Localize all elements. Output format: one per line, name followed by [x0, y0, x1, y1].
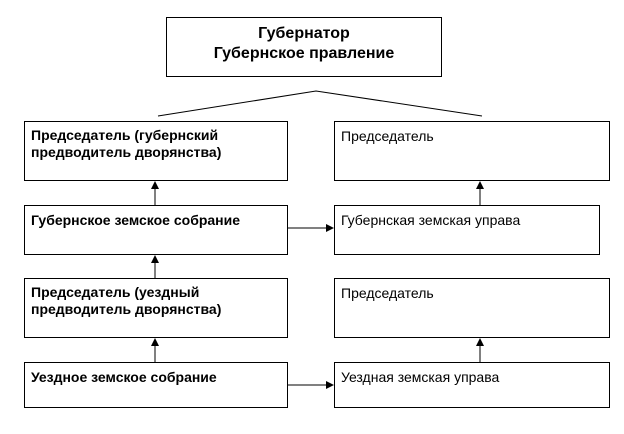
district-assembly-box: Уездное земское собрание: [24, 362, 288, 408]
chairman-provincial-label: Председатель (губернский предводитель дв…: [31, 127, 222, 160]
chairman-district-box: Председатель (уездный предводитель дворя…: [24, 278, 288, 338]
board-chairman-district-box: Председатель: [334, 278, 610, 338]
chairman-provincial-box: Председатель (губернский предводитель дв…: [24, 121, 288, 181]
district-board-label: Уездная земская управа: [341, 369, 500, 385]
governor-roof-line: [157, 90, 483, 117]
board-chairman-provincial-label: Председатель: [341, 128, 434, 144]
board-chairman-district-label: Председатель: [341, 285, 434, 301]
provincial-board-box: Губернская земская управа: [334, 205, 600, 255]
district-board-box: Уездная земская управа: [334, 362, 610, 408]
governor-box: Губернатор Губернское правление: [166, 17, 442, 77]
provincial-board-label: Губернская земская управа: [341, 212, 521, 228]
chairman-district-label: Председатель (уездный предводитель дворя…: [31, 284, 222, 317]
governor-title: Губернатор: [258, 25, 350, 42]
provincial-assembly-box: Губернское земское собрание: [24, 205, 288, 255]
district-assembly-label: Уездное земское собрание: [31, 369, 217, 385]
board-chairman-provincial-box: Председатель: [334, 121, 610, 181]
governor-subtitle: Губернское правление: [213, 45, 395, 62]
provincial-assembly-label: Губернское земское собрание: [31, 212, 241, 228]
